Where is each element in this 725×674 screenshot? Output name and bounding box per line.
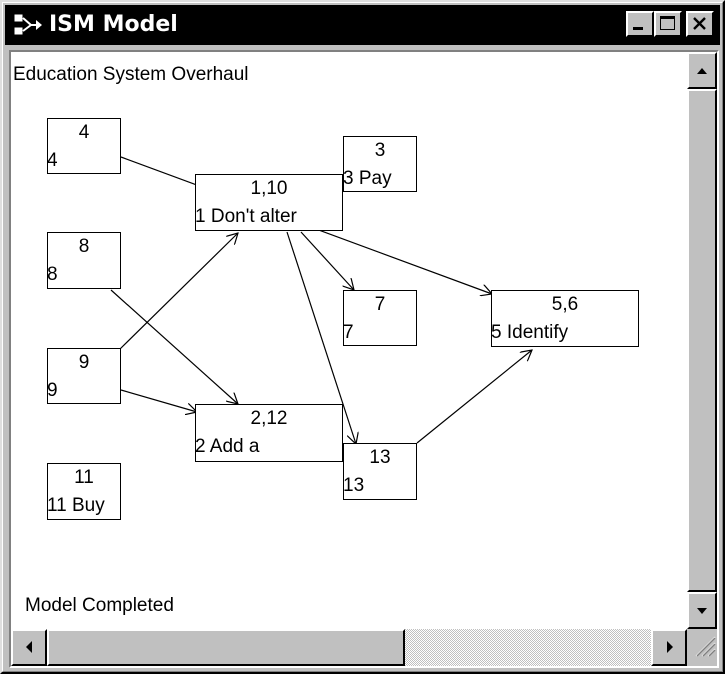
scroll-up-button[interactable] <box>687 52 717 89</box>
node-label: 13 <box>343 475 365 496</box>
node-label: 4 <box>47 150 58 171</box>
horizontal-scrollbar[interactable] <box>11 629 687 666</box>
node-id: 4 <box>78 122 90 143</box>
vertical-scroll-thumb[interactable] <box>687 89 717 592</box>
node-id: 8 <box>78 236 90 257</box>
vertical-scrollbar[interactable] <box>687 52 717 629</box>
resize-grip[interactable] <box>687 629 717 666</box>
edge-9-to-1-10 <box>118 233 238 351</box>
model-title: Education System Overhaul <box>13 64 249 85</box>
edge-1-10-to-7 <box>300 231 354 290</box>
scroll-left-button[interactable] <box>11 629 47 666</box>
node-5-6[interactable]: 5,6 5 Identify <box>491 290 639 347</box>
node-label: 9 <box>47 380 58 401</box>
node-label: 5 Identify <box>491 322 569 343</box>
node-id: 7 <box>374 294 386 315</box>
maximize-button[interactable] <box>654 11 682 37</box>
node-label: 3 Pay <box>343 168 392 189</box>
arrow-right-icon <box>667 641 673 653</box>
status-text: Model Completed <box>25 595 174 616</box>
close-button[interactable] <box>686 11 714 37</box>
node-label: 1 Don't alter <box>195 206 297 227</box>
scroll-down-button[interactable] <box>687 592 717 629</box>
node-label: 7 <box>343 322 354 343</box>
node-3[interactable]: 3 3 Pay <box>343 136 417 192</box>
horizontal-scroll-thumb[interactable] <box>47 629 405 666</box>
arrow-up-icon <box>697 68 707 74</box>
arrow-down-icon <box>697 608 707 614</box>
node-id: 13 <box>369 447 391 468</box>
scroll-right-button[interactable] <box>651 629 687 666</box>
edge-1-10-to-13 <box>286 231 356 444</box>
node-id: 9 <box>78 352 90 373</box>
node-2-12[interactable]: 2,12 2 Add a <box>195 404 343 462</box>
close-icon <box>693 17 706 30</box>
window-title: ISM Model <box>49 12 178 37</box>
maximize-icon <box>660 16 675 30</box>
node-id: 5,6 <box>551 294 579 315</box>
node-label: 8 <box>47 264 58 285</box>
arrow-left-icon <box>26 641 32 653</box>
node-label: 11 Buy <box>47 495 105 516</box>
title-bar[interactable]: ISM Model <box>5 5 720 45</box>
edge-9-to-2-12 <box>120 389 197 412</box>
size-grip-icon <box>695 636 716 657</box>
node-id: 3 <box>374 140 386 161</box>
edge-13-to-5-6 <box>416 350 532 444</box>
node-label: 2 Add a <box>195 436 260 457</box>
edge-8-to-2-12 <box>110 289 238 404</box>
node-11[interactable]: 11 11 Buy <box>47 463 121 520</box>
node-id: 2,12 <box>250 408 288 429</box>
app-icon <box>13 13 42 36</box>
minimize-icon <box>633 27 643 30</box>
node-id: 1,10 <box>250 178 288 199</box>
node-1-10[interactable]: 1,10 1 Don't alter <box>195 174 343 231</box>
node-id: 11 <box>74 467 94 488</box>
minimize-button[interactable] <box>626 11 654 37</box>
